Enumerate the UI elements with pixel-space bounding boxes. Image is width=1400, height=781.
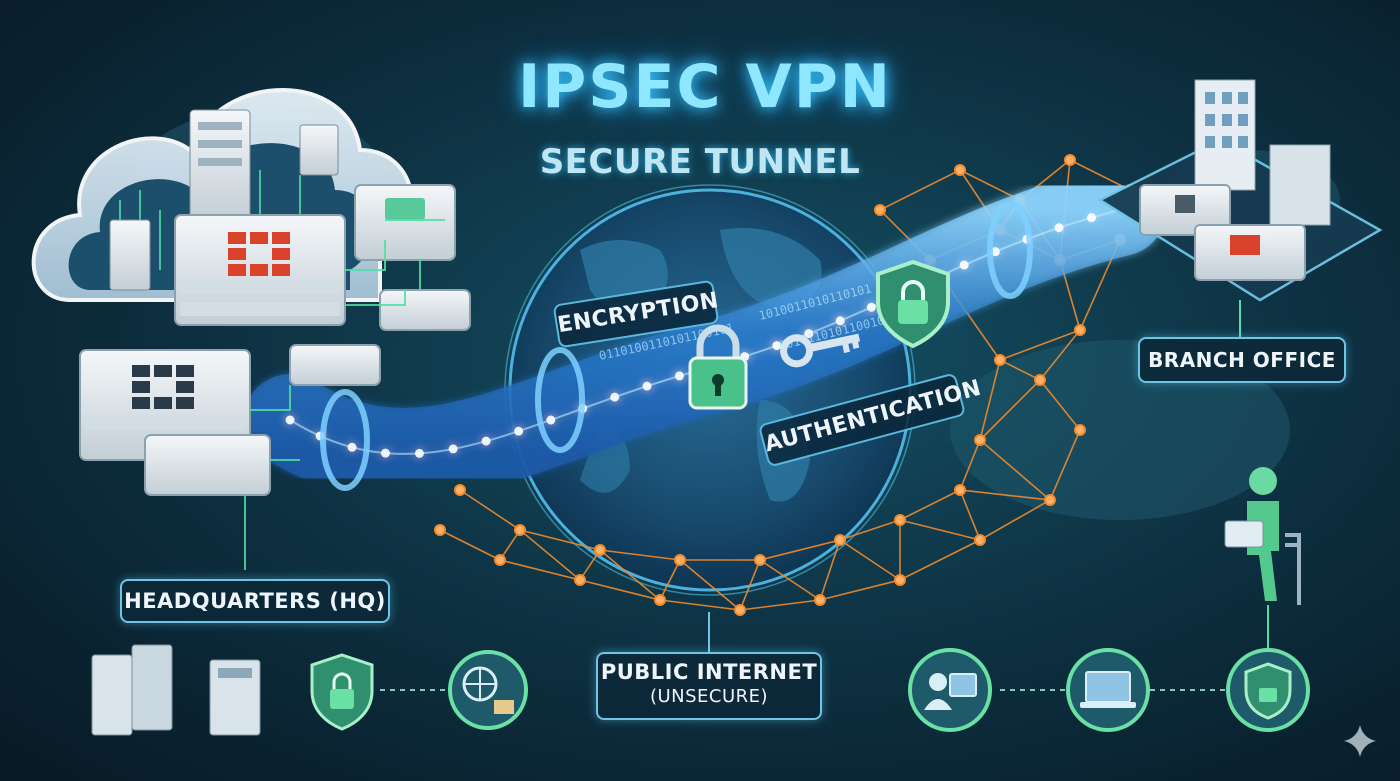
switch-icon — [144, 184, 471, 496]
server-icon — [91, 644, 261, 736]
firewall-icon — [79, 214, 346, 461]
sparkle-icon — [1344, 725, 1376, 757]
tunnel-rings — [320, 201, 1033, 491]
public-internet-label: PUBLIC INTERNET (UNSECURE) — [596, 652, 822, 720]
user-laptop-icon — [908, 648, 992, 732]
building-icon — [1194, 79, 1331, 226]
public-internet-line2: (UNSECURE) — [649, 686, 769, 707]
globe-user-icon — [448, 650, 528, 730]
laptop-icon — [1066, 648, 1150, 732]
firewall-icon — [1139, 184, 1306, 281]
shield-icon — [876, 259, 950, 349]
diagram-subtitle: SECURE TUNNEL — [539, 142, 861, 182]
server-icon — [109, 109, 339, 291]
padlock-icon — [688, 324, 748, 410]
user-laptop-icon — [1224, 467, 1301, 605]
shield-icon — [1226, 648, 1310, 732]
diagram-title: IPSEC VPN — [517, 52, 893, 122]
key-icon — [780, 333, 861, 368]
branch-office-label: BRANCH OFFICE — [1138, 337, 1346, 383]
hq-connection-lines — [244, 219, 445, 570]
headquarters-label: HEADQUARTERS (HQ) — [120, 579, 390, 623]
shield-icon — [310, 653, 374, 731]
public-internet-line1: PUBLIC INTERNET — [600, 660, 818, 684]
